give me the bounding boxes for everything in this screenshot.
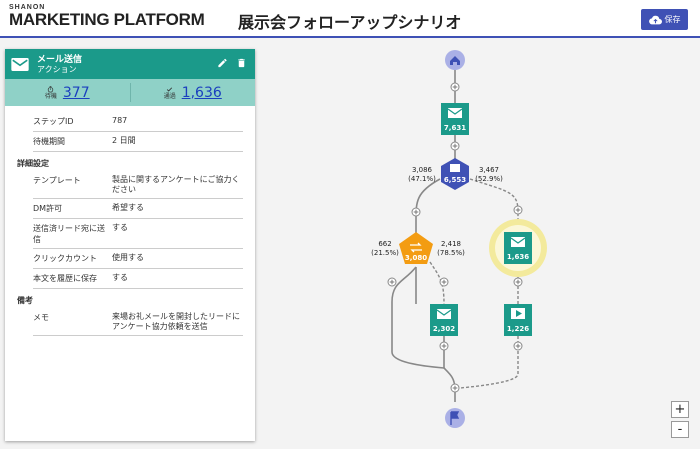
step-detail-panel: メール送信 アクション 待機 377 通過 (5, 49, 255, 441)
branch-left-pct: (47.1%) (408, 175, 436, 183)
row-key: テンプレート (33, 176, 81, 185)
row-value: 製品に関するアンケートにご協力ください (112, 175, 240, 194)
logo-small-text: SHANON (9, 4, 46, 11)
selected-mail-step-node[interactable]: 1,636 (504, 232, 532, 264)
mail-step-node[interactable]: 7,631 (441, 103, 469, 135)
branch-left-count: 3,086 (412, 166, 433, 174)
zoom-out-button[interactable]: - (671, 421, 689, 438)
row-key: ステップID (33, 117, 74, 126)
section-title-notes: 備考 (17, 296, 33, 305)
add-step-icon[interactable] (450, 82, 460, 92)
detail-row: 送信済リード宛に送信する (33, 219, 243, 249)
passed-stat: 通過 1,636 (131, 79, 256, 106)
row-value: 使用する (112, 253, 144, 262)
panel-title: メール送信 (37, 54, 83, 65)
row-key: 本文を履歴に保存 (33, 274, 97, 283)
split-node[interactable]: 3,080 (399, 232, 433, 264)
split-right-pct: (78.5%) (437, 249, 465, 257)
save-label: 保存 (664, 15, 681, 24)
passed-label: 通過 (163, 92, 176, 100)
mail-step-node-2[interactable]: 2,302 (430, 304, 458, 336)
flag-icon (450, 411, 460, 425)
mail-icon (11, 57, 29, 71)
swap-icon (410, 242, 422, 253)
branch-right-count: 3,467 (479, 166, 499, 174)
cloud-upload-icon (648, 15, 662, 24)
row-value: 来場お礼メールを開封したリードにアンケート協力依頼を送信 (112, 312, 240, 331)
branch-count: 6,553 (444, 176, 466, 184)
logo: SHANON MARKETING PLATFORM (9, 4, 205, 29)
panel-header: メール送信 アクション (5, 49, 255, 79)
selected-mail-count: 1,636 (507, 253, 529, 261)
mail-open-icon (450, 164, 460, 172)
stats-bar: 待機 377 通過 1,636 (5, 79, 255, 106)
waiting-stat: 待機 377 (5, 79, 130, 106)
mail-icon (437, 309, 451, 319)
split-left-pct: (21.5%) (371, 249, 399, 257)
flow-canvas[interactable]: 7,631 6,553 3,086 (47.1%) 3,467 (52.9%) … (300, 42, 630, 442)
header: SHANON MARKETING PLATFORM 展示会フォローアップシナリオ… (0, 0, 700, 38)
detail-row: 本文を履歴に保存 する (33, 269, 243, 289)
zoom-in-button[interactable]: + (671, 401, 689, 418)
add-step-icon[interactable] (513, 341, 523, 351)
save-button[interactable]: 保存 (641, 9, 688, 30)
row-value: する (112, 223, 128, 232)
edit-icon[interactable] (217, 57, 228, 69)
split-left-count: 662 (378, 240, 391, 248)
check-icon (167, 86, 173, 92)
passed-count-link[interactable]: 1,636 (181, 84, 222, 101)
add-step-icon[interactable] (439, 277, 449, 287)
mail-step-count: 7,631 (444, 124, 466, 132)
add-step-icon[interactable] (513, 205, 523, 215)
add-step-icon[interactable] (450, 141, 460, 151)
logo-big-text: MARKETING PLATFORM (9, 10, 205, 29)
row-key: 送信済リード宛に送信 (33, 224, 105, 244)
add-step-icon[interactable] (450, 383, 460, 393)
row-value: 787 (112, 116, 128, 125)
add-step-icon[interactable] (439, 341, 449, 351)
end-node[interactable] (445, 408, 465, 428)
add-step-icon[interactable] (411, 207, 421, 217)
row-key: 待機期間 (33, 137, 65, 146)
detail-row: 待機期間 2 日間 (33, 132, 243, 152)
home-icon (450, 56, 460, 65)
start-node[interactable] (445, 50, 465, 70)
mail-icon (448, 108, 462, 118)
detail-row: DM許可 希望する (33, 199, 243, 219)
panel-subtitle: アクション (37, 64, 77, 74)
waiting-label: 待機 (44, 92, 57, 100)
add-step-icon[interactable] (513, 277, 523, 287)
stat-divider (129, 83, 131, 102)
branch-node[interactable]: 6,553 (441, 158, 469, 190)
detail-row: テンプレート 製品に関するアンケートにご協力ください (33, 171, 243, 199)
detail-rows: ステップID 787 待機期間 2 日間 詳細設定 テンプレート 製品に関するアンケー… (5, 106, 255, 336)
split-count: 3,080 (405, 254, 427, 262)
split-right-count: 2,418 (441, 240, 461, 248)
row-value: する (112, 273, 128, 282)
flow-diagram: 7,631 6,553 3,086 (47.1%) 3,467 (52.9%) … (371, 50, 547, 428)
waiting-count-link[interactable]: 377 (62, 84, 90, 101)
detail-row: ステップID 787 (33, 112, 243, 132)
row-key: メモ (33, 313, 49, 322)
section-title-details: 詳細設定 (17, 159, 49, 168)
row-key: クリックカウント (33, 254, 97, 263)
row-key: DM許可 (33, 204, 63, 213)
branch-right-pct: (52.9%) (475, 175, 503, 183)
timer-icon (48, 85, 54, 92)
detail-row: メモ 来場お礼メールを開封したリードにアンケート協力依頼を送信 (33, 308, 243, 336)
video-step-node[interactable]: 1,226 (504, 304, 532, 336)
detail-row: クリックカウント 使用する (33, 249, 243, 269)
row-value: 2 日間 (112, 136, 136, 145)
mail-icon (511, 237, 525, 247)
row-value: 希望する (112, 203, 144, 212)
delete-icon[interactable] (236, 57, 247, 69)
video-step-count: 1,226 (507, 325, 529, 333)
add-step-icon[interactable] (387, 277, 397, 287)
page-title: 展示会フォローアップシナリオ (238, 13, 462, 32)
mail-step-2-count: 2,302 (433, 325, 455, 333)
